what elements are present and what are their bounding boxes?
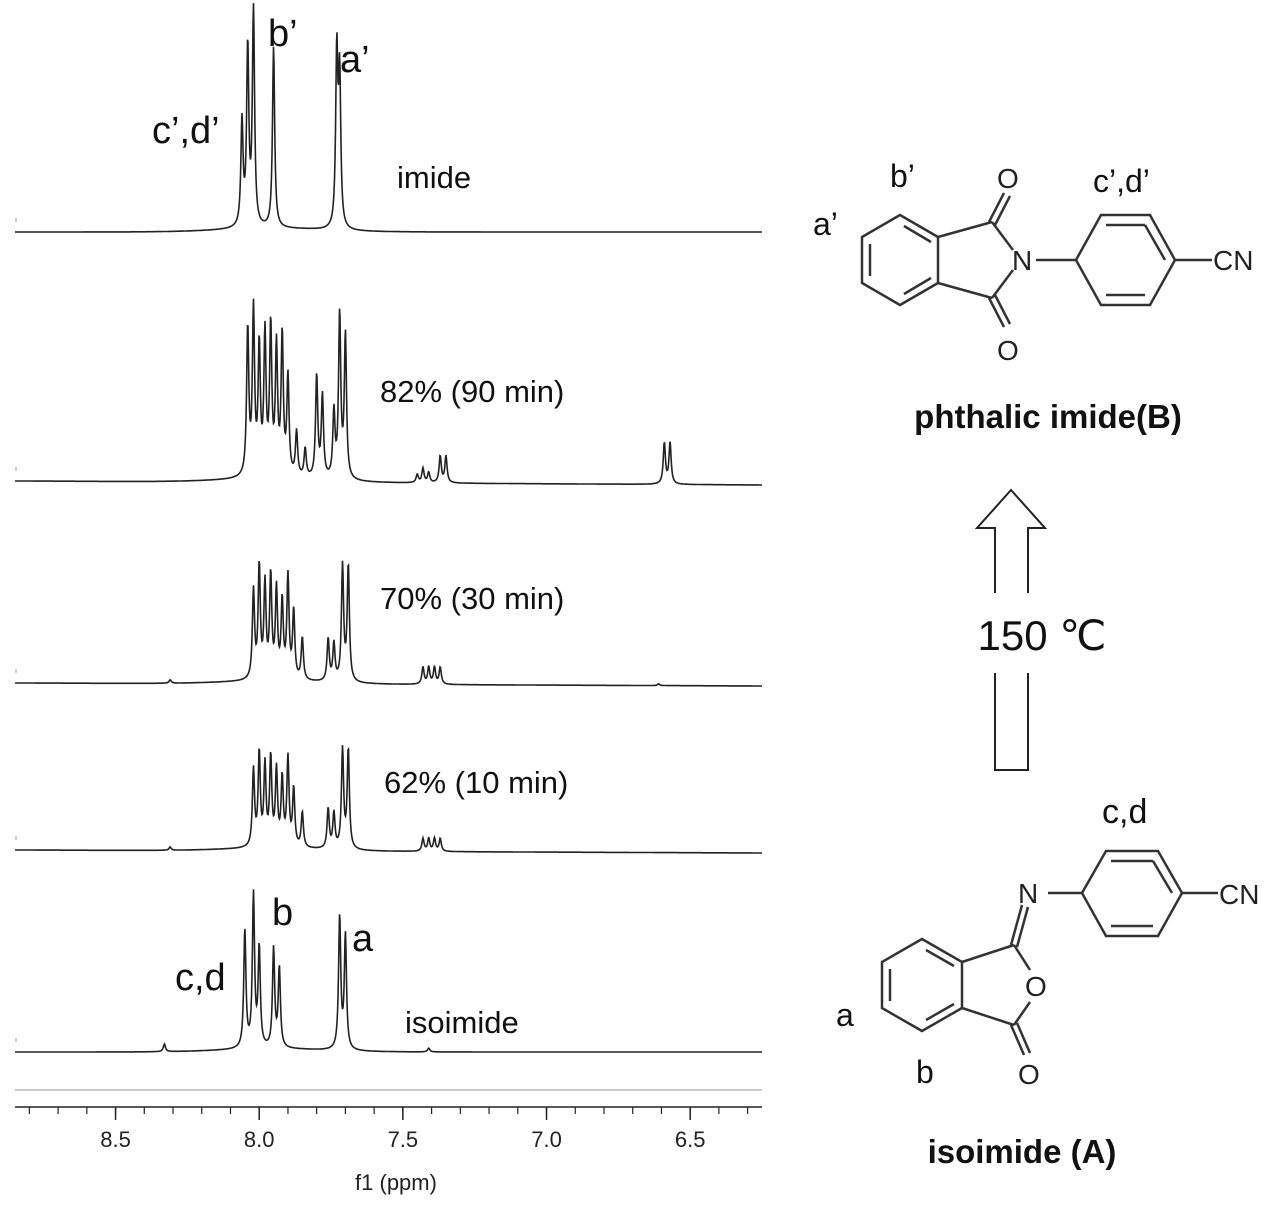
reactant-ring-bond [1012, 944, 1032, 971]
spectrum-trace-4 [15, 889, 762, 1053]
reaction-arrow [974, 488, 1048, 771]
product-benzene-ring [860, 213, 940, 307]
x-axis-ticks: 8.5 8.0 7.5 7.0 6.5 [28, 1107, 749, 1152]
product-atom-o-top: O [997, 163, 1019, 194]
reactant-atom-n: N [1018, 878, 1038, 909]
product-atom-n: N [1012, 245, 1032, 276]
product-label-cd-prime: c’,d’ [1093, 163, 1150, 199]
x-tick-label: 7.5 [388, 1127, 419, 1152]
nmr-spectra-panel: 8.5 8.0 7.5 7.0 6.5 f1 (ppm) imide 82% (90 m… [15, 3, 762, 1195]
product-carbonyl-bond [987, 297, 1006, 328]
spectrum-trace-3 [15, 745, 762, 854]
reactant-phenyl-ring [1080, 849, 1184, 938]
product-structure [860, 192, 1212, 328]
reactant-atom-o-bottom: O [1018, 1059, 1040, 1090]
arrow-condition-label: 150 ℃ [978, 612, 1107, 659]
x-tick-label: 8.0 [244, 1127, 275, 1152]
reactant-imine-bond [1015, 906, 1030, 948]
series-label-82: 82% (90 min) [380, 374, 564, 409]
product-label-a-prime: a’ [813, 206, 838, 242]
reactant-ring-bond [1012, 1001, 1032, 1026]
peak-label-cd: c,d [175, 957, 226, 999]
product-carbonyl-bond [987, 192, 1006, 223]
product-ring-bond [991, 221, 1014, 251]
product-carbonyl-bond [993, 195, 1012, 226]
spectra-group [15, 3, 762, 1053]
peak-label-b: b [272, 892, 293, 934]
peak-label-a-prime: a’ [340, 39, 370, 81]
arrow-shaft [994, 673, 1029, 771]
reactant-imine-bond [1009, 904, 1024, 946]
x-tick-label: 8.5 [100, 1127, 131, 1152]
reactant-ring-bond [961, 1006, 1015, 1027]
product-ring-bond [991, 269, 1014, 299]
product-ring-bond [937, 220, 993, 239]
product-atom-labels: O O N CN [997, 163, 1253, 366]
spectrum-trace-1 [15, 298, 762, 486]
reactant-atom-labels: N O O CN [1018, 878, 1259, 1090]
series-label-imide: imide [397, 160, 471, 195]
x-tick-label: 6.5 [675, 1127, 706, 1152]
series-label-70: 70% (30 min) [380, 581, 564, 616]
reactant-carbonyl-bond [1009, 1024, 1026, 1056]
series-label-isoimide: isoimide [405, 1005, 519, 1040]
reactant-structure [880, 849, 1218, 1056]
product-benzene-inner-bond [903, 276, 932, 296]
product-phenyl-ring [1074, 213, 1177, 307]
reactant-benzene-inner-bond [925, 948, 955, 968]
peak-label-b-prime: b’ [268, 13, 298, 55]
x-tick-label: 7.0 [531, 1127, 562, 1152]
peak-label-a: a [352, 918, 374, 960]
reactant-label-cd: c,d [1102, 793, 1147, 831]
x-axis-label: f1 (ppm) [355, 1170, 437, 1195]
product-ring-bond [937, 281, 993, 300]
reactant-atom-cn: CN [1219, 879, 1259, 910]
reactant-benzene-inner-bond [925, 1002, 955, 1022]
product-atom-cn: CN [1213, 245, 1253, 276]
reactant-caption: isoimide (A) [928, 1133, 1117, 1170]
series-label-62: 62% (10 min) [384, 765, 568, 800]
product-label-b-prime: b’ [890, 158, 915, 194]
product-atom-o-bottom: O [997, 335, 1019, 366]
arrow-head [974, 488, 1048, 593]
reactant-atom-o-ring: O [1025, 971, 1047, 1002]
product-phenyl-inner-bond [1143, 224, 1167, 261]
reactant-carbonyl-bond [1015, 1022, 1032, 1054]
product-carbonyl-bond [993, 294, 1012, 325]
reactant-ring-bond [961, 943, 1015, 964]
reactant-label-b: b [916, 1054, 934, 1090]
product-caption: phthalic imide(B) [914, 398, 1182, 435]
reactant-phenyl-inner-bond [1151, 860, 1174, 894]
product-benzene-inner-bond [903, 224, 932, 244]
reactant-label-a: a [836, 997, 854, 1033]
spectrum-trace-0 [15, 3, 762, 233]
reactant-benzene-ring [880, 937, 964, 1033]
spectrum-trace-2 [15, 560, 762, 687]
peak-label-cd-prime: c’,d’ [152, 110, 220, 152]
